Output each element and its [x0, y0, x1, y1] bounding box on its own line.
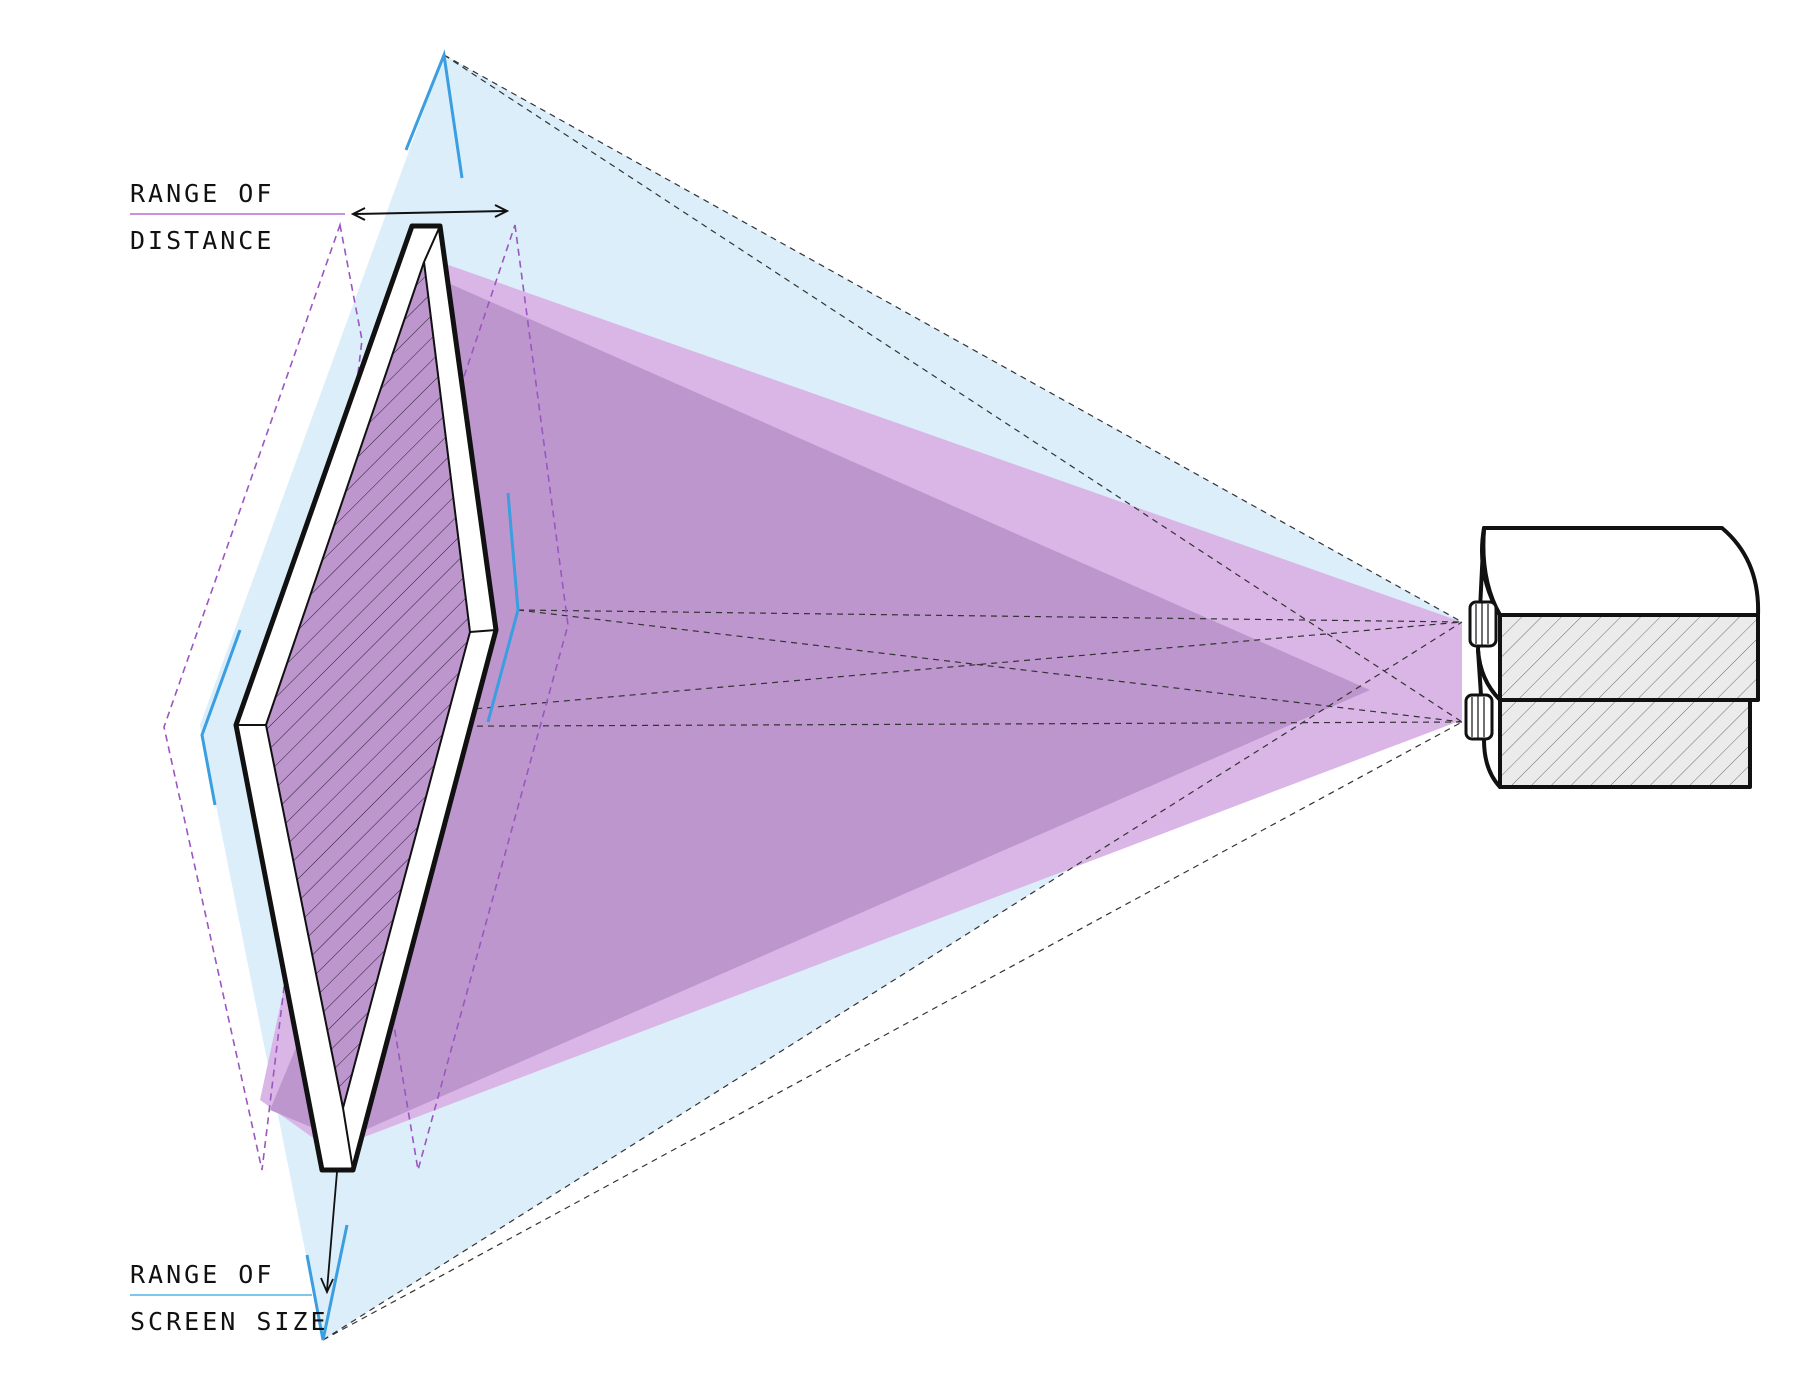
- screen-size-arrow: [320, 1171, 338, 1295]
- projector-lens-upper: [1468, 600, 1498, 648]
- projector-side-lower: [1498, 698, 1752, 789]
- range-of-distance-label-line1: RANGE OF: [130, 179, 275, 208]
- range-of-screen-size-label-line2: SCREEN SIZE: [130, 1307, 329, 1336]
- projector-lens-lower: [1464, 693, 1494, 741]
- projection-beam-dark: [270, 275, 1370, 1140]
- projector-icon: [1464, 526, 1761, 789]
- projection-screen-icon: [233, 223, 499, 1173]
- range-of-distance-label-line2: DISTANCE: [130, 226, 275, 255]
- projector-top: [1481, 526, 1761, 617]
- projector-side-upper: [1498, 613, 1760, 702]
- range-of-screen-size-label-line1: RANGE OF: [130, 1260, 275, 1289]
- screen-size-guides: [200, 49, 520, 1341]
- distance-arrow: [350, 204, 510, 221]
- distance-guides: [163, 221, 569, 1171]
